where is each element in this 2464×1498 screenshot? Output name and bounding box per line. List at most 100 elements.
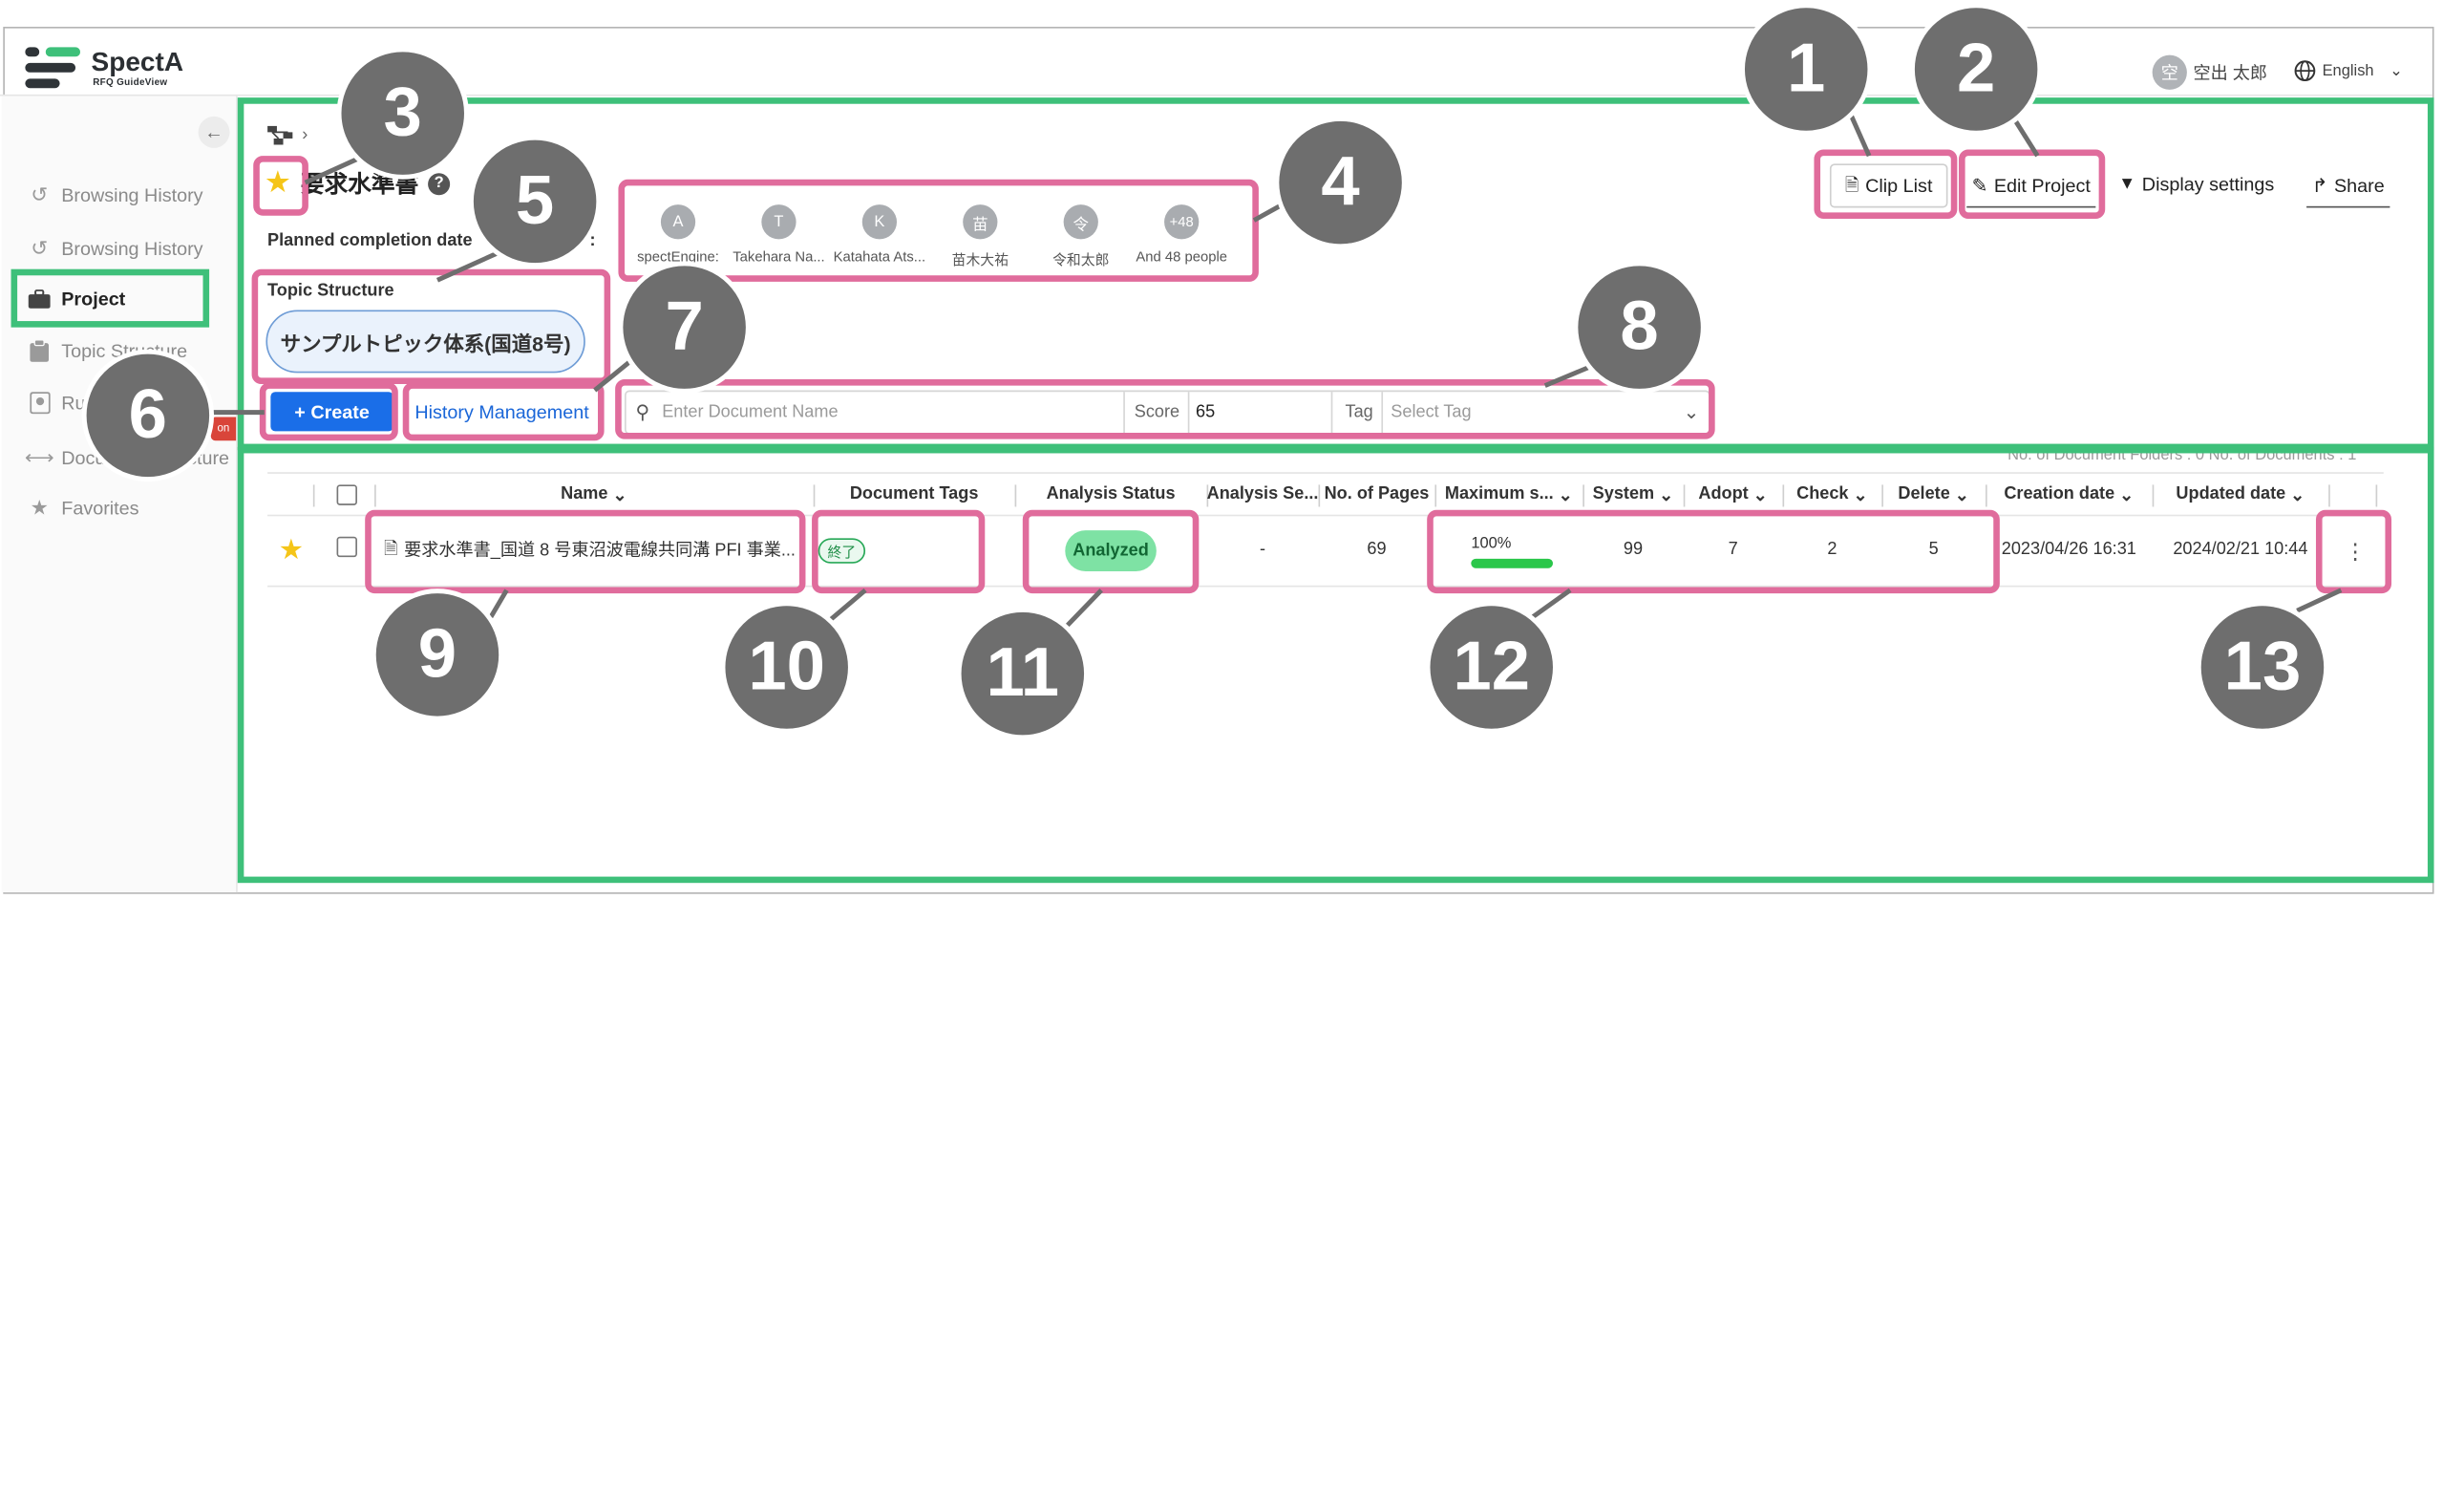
edit-project-button[interactable]: ✎ Edit Project	[1966, 163, 2096, 208]
column-header-adopt[interactable]: Adopt⌄	[1698, 484, 1768, 504]
score-label: Score	[1134, 402, 1180, 422]
callout-13: 13	[2196, 601, 2329, 734]
sidebar-item-label: Favorites	[61, 497, 139, 520]
row-checkbox[interactable]	[336, 536, 357, 558]
sidebar-item-browsing-history-2[interactable]: ↺ Browsing History	[27, 236, 203, 261]
logo-name: SpectA	[91, 47, 184, 77]
language-selector[interactable]: English ⌄	[2294, 60, 2403, 82]
more-options-icon[interactable]: ⋮	[2344, 537, 2367, 563]
sidebar-item-label: Browsing History	[61, 237, 203, 260]
share-icon: ↱	[2311, 174, 2328, 197]
arrows-icon: ⟷	[24, 445, 54, 469]
clip-list-highlight	[1814, 149, 1958, 219]
share-button[interactable]: ↱ Share	[2306, 163, 2390, 208]
status-badge: on	[210, 417, 237, 441]
search-icon: ⚲	[635, 401, 650, 424]
language-label: English	[2322, 62, 2374, 80]
column-header-delete[interactable]: Delete⌄	[1898, 484, 1969, 504]
tag-select[interactable]: Select Tag ⌄	[1391, 401, 1700, 424]
table-region-highlight	[237, 446, 2434, 884]
favorite-star-icon[interactable]: ★	[264, 166, 291, 201]
create-button[interactable]: + Create	[270, 392, 393, 432]
document-name-search[interactable]: ⚲ Enter Document Name	[636, 392, 1124, 433]
column-header-created[interactable]: Creation date⌄	[2004, 484, 2135, 504]
document-tag-badge: 終了	[818, 538, 866, 564]
column-header-updated[interactable]: Updated date⌄	[2176, 484, 2305, 504]
member-item[interactable]: K Katahata Ats...	[829, 204, 929, 269]
chevron-down-icon: ⌄	[612, 485, 627, 504]
edit-project-highlight	[1959, 149, 2106, 219]
header-divider	[0, 94, 2432, 96]
sidebar-item-rules[interactable]: Ru	[27, 392, 86, 415]
member-item[interactable]: 令 令和太郎	[1030, 204, 1131, 269]
favorite-highlight	[253, 156, 308, 216]
maximum-score-progress	[1471, 558, 1553, 568]
more-members[interactable]: +48 And 48 people	[1131, 204, 1231, 269]
chevron-down-icon: ⌄	[2390, 62, 2403, 80]
row-menu-highlight	[2315, 509, 2392, 594]
avatar: K	[861, 204, 898, 240]
globe-icon	[2294, 60, 2316, 82]
document-name-link[interactable]: 🗎 要求水準書_国道 8 号東沼波電線共同溝 PFI 事業...	[384, 532, 806, 567]
display-settings-button[interactable]: ▼ Display settings	[2115, 161, 2277, 206]
clipboard-icon	[27, 339, 52, 362]
column-header-maximum[interactable]: Maximum s...⌄	[1444, 484, 1573, 504]
column-header-name[interactable]: Name⌄	[561, 484, 627, 504]
user-menu[interactable]: 空 空出 太郎	[2152, 54, 2267, 92]
topic-structure-pill[interactable]: サンプルトピック体系(国道8号)	[266, 310, 585, 374]
star-icon: ★	[30, 495, 49, 520]
clip-list-button[interactable]: 🗎 Clip List	[1829, 163, 1948, 208]
member-item[interactable]: T Takehara Na...	[729, 204, 829, 269]
avatar: T	[761, 204, 797, 240]
member-list: A spectEngine: T Takehara Na... K Kataha…	[627, 204, 1232, 269]
sidebar-item-project[interactable]: Project	[27, 288, 125, 310]
callout-3: 3	[336, 47, 469, 180]
collapse-sidebar-button[interactable]: ←	[198, 116, 230, 148]
history-icon: ↺	[31, 182, 49, 206]
chevron-down-icon: ⌄	[2119, 485, 2135, 504]
analysis-se-value: -	[1260, 540, 1266, 559]
system-value: 99	[1623, 540, 1644, 559]
score-input[interactable]: 65	[1196, 402, 1216, 422]
column-header-analysis-se: Analysis Se...	[1206, 484, 1319, 504]
rule-icon	[27, 392, 52, 415]
help-icon[interactable]: ?	[428, 172, 451, 195]
document-filter-bar: ⚲ Enter Document Name Score 65 Tag Selec…	[625, 390, 1710, 435]
avatar: 苗	[963, 204, 998, 240]
row-favorite-star-icon[interactable]: ★	[278, 532, 305, 565]
sidebar-item-label: Project	[61, 288, 126, 310]
hierarchy-icon[interactable]	[267, 125, 293, 145]
sidebar-item-browsing-history[interactable]: ↺ Browsing History	[27, 182, 203, 207]
search-input[interactable]: Enter Document Name	[662, 402, 839, 422]
pages-value: 69	[1367, 540, 1387, 559]
chevron-down-icon: ⌄	[1853, 485, 1868, 504]
pencil-icon: ✎	[1971, 174, 1988, 197]
scores-highlight	[1427, 509, 2000, 594]
callout-8: 8	[1573, 261, 1706, 394]
avatar: A	[660, 204, 696, 240]
callout-5: 5	[468, 135, 602, 268]
callout-7: 7	[618, 261, 751, 394]
updated-date-value: 2024/02/21 10:44	[2173, 540, 2308, 559]
sidebar-item-favorites[interactable]: ★ Favorites	[27, 496, 139, 521]
column-header-system[interactable]: System⌄	[1592, 484, 1674, 504]
table-row-border	[267, 585, 2384, 588]
avatar: +48	[1164, 204, 1200, 240]
callout-4: 4	[1274, 116, 1407, 249]
select-all-checkbox[interactable]	[336, 484, 357, 505]
history-management-button[interactable]: History Management	[414, 401, 589, 424]
sidebar-item-label: Ru	[61, 392, 86, 415]
member-item[interactable]: A spectEngine:	[627, 204, 728, 269]
briefcase-icon	[27, 289, 52, 309]
sidebar-item-label: Browsing History	[61, 183, 203, 206]
column-header-check[interactable]: Check⌄	[1796, 484, 1868, 504]
callout-6: 6	[81, 349, 215, 482]
topic-structure-highlight	[251, 268, 611, 384]
history-highlight	[402, 382, 605, 441]
tag-label: Tag	[1345, 402, 1373, 422]
member-item[interactable]: 苗 苗木大祐	[930, 204, 1030, 269]
logo-icon	[25, 44, 81, 91]
breadcrumb: ›	[267, 125, 308, 145]
breadcrumb-separator-icon: ›	[302, 125, 308, 145]
members-highlight	[618, 179, 1259, 282]
